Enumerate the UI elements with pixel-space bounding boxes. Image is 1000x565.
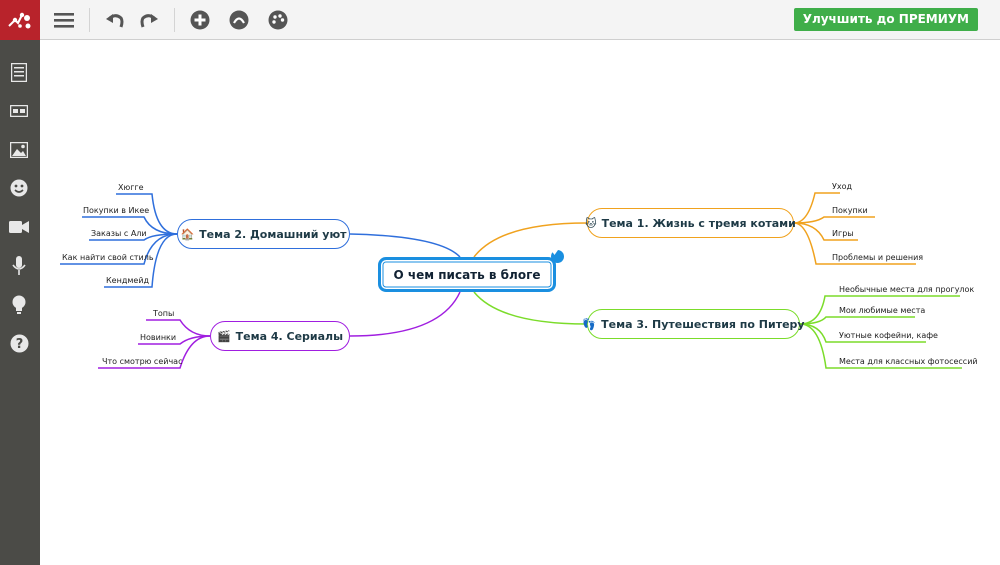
topic-3-subtopic[interactable]: Места для классных фотосессий (839, 357, 978, 366)
topic-2-node[interactable]: 🏠 Тема 2. Домашний уют (177, 219, 350, 249)
topic-2-subtopic[interactable]: Заказы с Али (91, 229, 147, 238)
app-logo[interactable] (0, 0, 40, 40)
toolbar-divider (89, 8, 90, 32)
house-icon: 🏠 (180, 227, 195, 241)
connection-lines (60, 192, 962, 369)
topic-4-subtopic[interactable]: Что смотрю сейчас (102, 357, 183, 366)
clapperboard-icon: 🎬 (216, 329, 231, 343)
topic-1-subtopic[interactable]: Проблемы и решения (832, 253, 924, 262)
topic-1-label: Тема 1. Жизнь с тремя котами (601, 216, 796, 230)
topic-4-label: Тема 4. Сериалы (235, 329, 344, 343)
footprints-icon: 👣 (582, 317, 597, 331)
mind-map-canvas[interactable]: О чем писать в блоге 🐱 Тема 1. Жизнь с т… (40, 41, 1000, 565)
topic-2-subtopic[interactable]: Покупки в Икее (83, 206, 150, 215)
toolbar-divider (174, 8, 175, 32)
lightbulb-icon[interactable] (8, 294, 30, 316)
image-icon[interactable] (8, 139, 30, 161)
topic-2-label: Тема 2. Домашний уют (199, 227, 347, 241)
topic-3-label: Тема 3. Путешествия по Питеру (601, 317, 805, 331)
topic-4-node[interactable]: 🎬 Тема 4. Сериалы (210, 321, 350, 351)
topic-2-subtopic[interactable]: Как найти свой стиль (62, 253, 154, 262)
left-sidebar: ? (0, 40, 40, 565)
collapse-toggle-icon[interactable] (551, 250, 564, 263)
topic-4-subtopic[interactable]: Новинки (140, 333, 177, 342)
add-topic-icon[interactable] (189, 9, 211, 31)
notes-icon[interactable] (8, 61, 30, 83)
topic-3-subtopic[interactable]: Мои любимые места (839, 306, 926, 315)
emoji-icon[interactable] (8, 177, 30, 199)
topic-2-subtopic[interactable]: Хюгге (118, 183, 144, 192)
help-icon[interactable]: ? (8, 332, 30, 354)
topic-3-subtopic[interactable]: Необычные места для прогулок (839, 285, 975, 294)
microphone-icon[interactable] (8, 255, 30, 277)
central-topic-label: О чем писать в блоге (393, 267, 541, 282)
central-topic[interactable]: О чем писать в блоге (378, 257, 556, 292)
palette-icon[interactable] (267, 9, 289, 31)
topic-2-subtopic[interactable]: Кендмейд (106, 276, 150, 285)
redo-icon[interactable] (138, 9, 160, 31)
topic-1-subtopic[interactable]: Покупки (832, 206, 868, 215)
svg-text:?: ? (15, 337, 23, 352)
cat-icon: 🐱 (585, 216, 597, 230)
topic-1-subtopic[interactable]: Игры (832, 229, 854, 238)
topic-4-subtopic[interactable]: Топы (153, 309, 175, 318)
link-icon[interactable] (8, 100, 30, 122)
undo-icon[interactable] (104, 9, 126, 31)
topic-3-subtopic[interactable]: Уютные кофейни, кафе (839, 331, 938, 340)
top-toolbar: Улучшить до ПРЕМИУМ (0, 0, 1000, 40)
topic-3-node[interactable]: 👣 Тема 3. Путешествия по Питеру (582, 309, 805, 339)
upgrade-premium-button[interactable]: Улучшить до ПРЕМИУМ (793, 8, 978, 31)
menu-icon[interactable] (53, 9, 75, 31)
video-icon[interactable] (8, 216, 30, 238)
topic-1-subtopic[interactable]: Уход (832, 182, 853, 191)
topic-1-node[interactable]: 🐱 Тема 1. Жизнь с тремя котами (585, 208, 796, 238)
connection-icon[interactable] (228, 9, 250, 31)
